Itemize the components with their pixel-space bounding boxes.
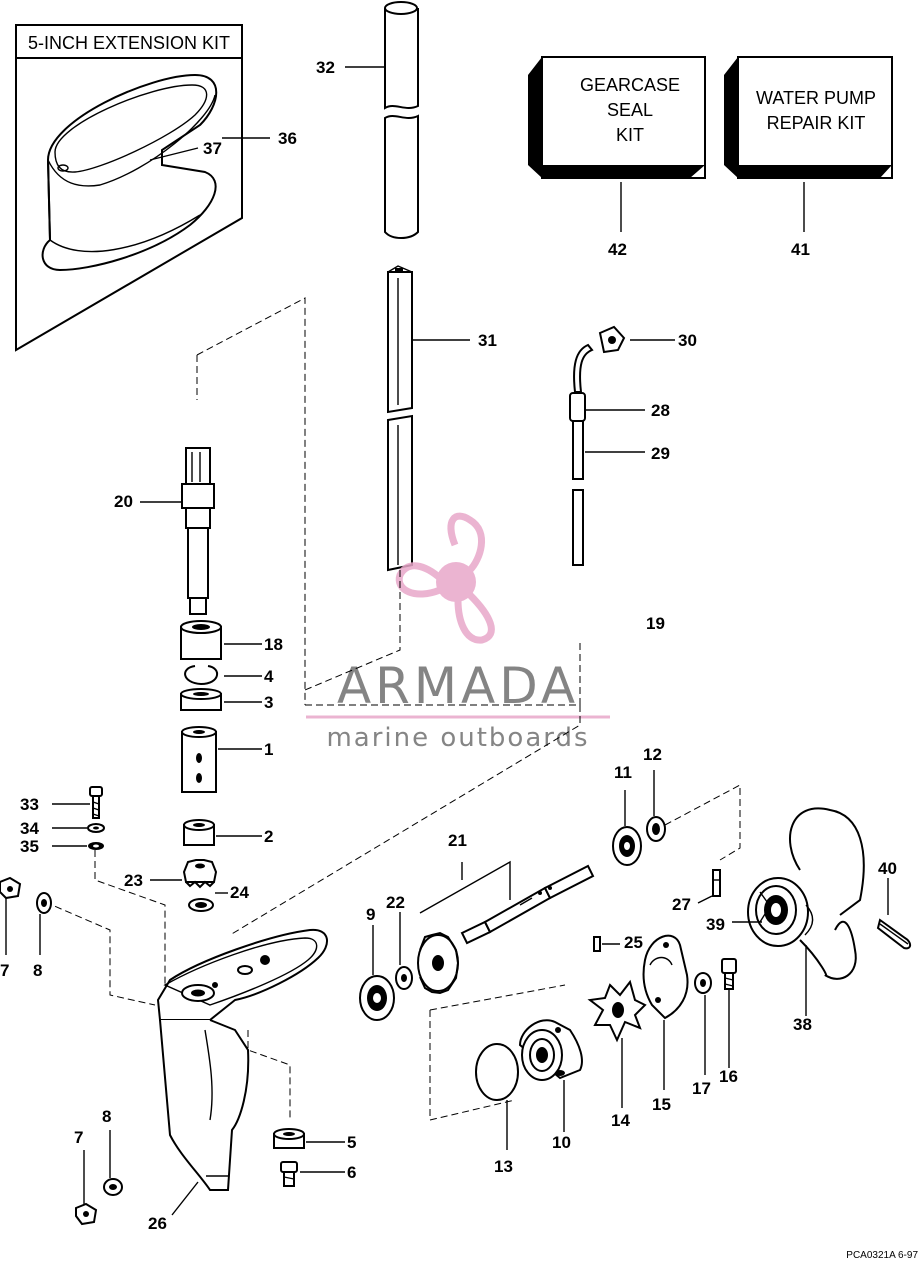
watermark-tagline: marine outboards: [326, 723, 589, 753]
callout-42: 42: [608, 240, 627, 259]
pump-housing-part-15: [642, 934, 689, 1020]
callout-3: 3: [264, 693, 273, 712]
callout-2: 2: [264, 827, 273, 846]
pinion-gear-part-23: [182, 859, 218, 889]
callout-14: 14: [611, 1111, 630, 1130]
driveshaft-tube-part-1: [181, 726, 217, 793]
extension-housing-part-36: [41, 73, 218, 272]
callout-19: 19: [646, 614, 665, 633]
water-pump-kit-line2: REPAIR KIT: [767, 113, 866, 133]
callout-21: 21: [448, 831, 467, 850]
screw-part-6: [280, 1161, 298, 1187]
callout-8-upper: 8: [33, 961, 42, 980]
callout-37: 37: [203, 139, 222, 158]
callout-22: 22: [386, 893, 405, 912]
alignment-dashes: [44, 297, 741, 1121]
propeller-shaft-part-21: [460, 864, 595, 945]
watermark-name: ARMADA: [337, 657, 579, 715]
nut-part-7-lower: [75, 1150, 98, 1226]
pump-base-part-10: [518, 1019, 583, 1081]
bearing-part-12: [646, 816, 666, 842]
water-pump-kit-line1: WATER PUMP: [756, 88, 876, 108]
callout-36: 36: [278, 129, 297, 148]
o-ring-part-13: [475, 1043, 519, 1101]
bushing-part-5: [273, 1128, 305, 1149]
callout-33: 33: [20, 795, 39, 814]
gearcase-kit-line3: KIT: [616, 125, 644, 145]
callout-17: 17: [692, 1079, 711, 1098]
callout-labels: 32 31 42 41 30 28 29 37 36 20 18 4 3 1 2…: [0, 58, 897, 1233]
callout-5: 5: [347, 1133, 356, 1152]
callout-16: 16: [719, 1067, 738, 1086]
water-tube-assembly: [569, 325, 626, 566]
impeller-part-14: [587, 979, 647, 1043]
callout-20: 20: [114, 492, 133, 511]
callout-4: 4: [264, 667, 274, 686]
callout-39: 39: [706, 915, 725, 934]
callout-25: 25: [624, 933, 643, 952]
bearing-part-9: [359, 975, 395, 1021]
retaining-ring-part-4: [184, 665, 218, 686]
bushing-part-2: [183, 819, 215, 846]
screw-part-16: [721, 958, 737, 990]
propeller-part-38: [747, 807, 865, 980]
callout-10: 10: [552, 1133, 571, 1152]
callout-7-lower: 7: [74, 1128, 83, 1147]
callout-28: 28: [651, 401, 670, 420]
callout-38: 38: [793, 1015, 812, 1034]
thrust-washer-part-22: [395, 966, 413, 990]
washer-part-35: [88, 842, 104, 850]
footer-code: PCA0321A 6-97: [846, 1250, 918, 1261]
drive-pin-part-27: [712, 869, 721, 897]
callout-1: 1: [264, 740, 273, 759]
water-pump-repair-kit-box: WATER PUMP REPAIR KIT: [724, 56, 893, 179]
forward-gear-part-21: [417, 931, 460, 995]
callout-27: 27: [672, 895, 691, 914]
callout-23: 23: [124, 871, 143, 890]
gearcase-seal-kit-box: GEARCASE SEAL KIT: [528, 56, 706, 179]
callout-35: 35: [20, 837, 39, 856]
callout-12: 12: [643, 745, 662, 764]
callout-41: 41: [791, 240, 810, 259]
driveshaft-part-20: [181, 447, 215, 615]
pin-part-25: [593, 936, 601, 952]
callout-15: 15: [652, 1095, 671, 1114]
callout-24: 24: [230, 883, 249, 902]
callout-11: 11: [614, 763, 632, 782]
shift-rod-part-31: [387, 265, 413, 572]
retaining-ring-part-24: [188, 898, 214, 912]
callout-29: 29: [651, 444, 670, 463]
callout-13: 13: [494, 1157, 513, 1176]
gearcase-kit-line2: SEAL: [607, 100, 653, 120]
callout-18: 18: [264, 635, 283, 654]
callout-26: 26: [148, 1214, 167, 1233]
callout-40: 40: [878, 859, 897, 878]
callout-6: 6: [347, 1163, 356, 1182]
nut-part-7-upper: [0, 876, 22, 955]
callout-30: 30: [678, 331, 697, 350]
callout-32: 32: [316, 58, 335, 77]
washer-part-8-upper: [36, 892, 52, 955]
screw-part-33: [89, 786, 103, 819]
bushing-part-3: [180, 688, 222, 711]
callout-31: 31: [478, 331, 497, 350]
callout-9: 9: [366, 905, 375, 924]
bearing-part-11: [612, 826, 642, 866]
gear-housing-part-26: [156, 928, 328, 1191]
driveshaft-extension-part-32: [384, 1, 419, 239]
washer-part-34: [87, 823, 105, 833]
gearcase-kit-line1: GEARCASE: [580, 75, 680, 95]
armada-watermark: ARMADA marine outboards: [306, 512, 610, 753]
extension-kit-label: 5-INCH EXTENSION KIT: [28, 33, 230, 53]
callout-34: 34: [20, 819, 39, 838]
cotter-pin-part-40: [876, 918, 912, 950]
callout-7-upper: 7: [0, 961, 9, 980]
extension-kit-panel: 5-INCH EXTENSION KIT: [15, 24, 270, 352]
washer-part-8-lower: [103, 1130, 123, 1196]
washer-part-17: [694, 972, 712, 994]
callout-8-lower: 8: [102, 1107, 111, 1126]
bushing-part-18: [180, 620, 222, 660]
